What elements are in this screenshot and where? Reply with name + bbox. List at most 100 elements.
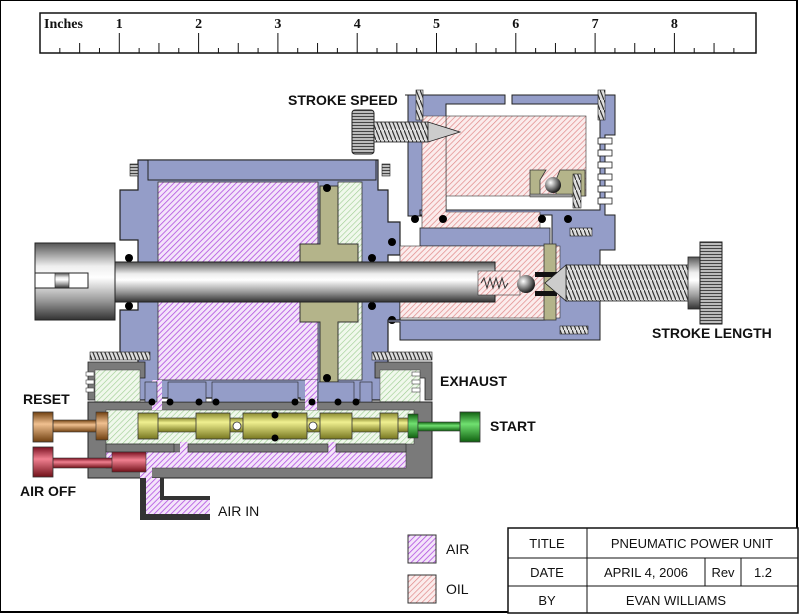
stroke-length-knob[interactable] xyxy=(544,241,723,325)
cap-screw xyxy=(129,163,139,177)
air-port xyxy=(180,442,188,454)
reset-button[interactable] xyxy=(32,411,109,443)
by-label: BY xyxy=(538,593,556,608)
start-stem xyxy=(417,421,463,432)
port-block xyxy=(317,381,355,403)
start-knob[interactable] xyxy=(459,411,481,443)
piston-seal xyxy=(323,374,331,382)
ball-spring-plate xyxy=(529,193,573,198)
knurled-knob[interactable] xyxy=(699,241,723,325)
spring-bore xyxy=(477,270,521,296)
start-button[interactable] xyxy=(407,411,481,443)
end-cap xyxy=(147,159,377,181)
label-stroke-speed: STROKE SPEED xyxy=(288,92,398,108)
legend-swatch-oil xyxy=(407,574,437,604)
set-screw xyxy=(572,173,582,209)
ruler-ticks: 1 2 3 4 5 6 7 8 xyxy=(59,17,735,53)
date-label: DATE xyxy=(530,565,564,580)
seal xyxy=(388,238,396,246)
valve-screw xyxy=(371,351,433,361)
title-value: PNEUMATIC POWER UNIT xyxy=(611,536,773,551)
seal xyxy=(564,215,572,223)
legend-label-air: AIR xyxy=(446,541,469,557)
piston-rod xyxy=(34,242,557,321)
label-reset: RESET xyxy=(23,391,70,407)
piston-seal xyxy=(323,184,331,192)
air-off-button[interactable] xyxy=(32,446,147,478)
label-start: START xyxy=(490,418,536,434)
ruler-tick-label: 4 xyxy=(354,17,361,32)
ruler-tick-label: 5 xyxy=(433,17,440,32)
ruler-unit-label: Inches xyxy=(44,17,83,32)
legend-label-oil: OIL xyxy=(446,581,469,597)
seal xyxy=(538,215,546,223)
legend-swatch-air xyxy=(407,534,437,564)
port-land xyxy=(105,443,175,453)
ruler-tick-label: 6 xyxy=(512,17,519,32)
port-land xyxy=(335,443,407,453)
ruler-tick-label: 1 xyxy=(116,17,123,32)
rev-label: Rev xyxy=(711,565,735,580)
label-air-in: AIR IN xyxy=(218,503,259,519)
by-value: EVAN WILLIAMS xyxy=(626,593,727,608)
reset-knob[interactable] xyxy=(32,411,54,443)
check-ball xyxy=(545,177,561,193)
label-stroke-length: STROKE LENGTH xyxy=(652,325,772,341)
clevis-pin xyxy=(54,272,70,289)
cover-screw xyxy=(415,89,424,121)
title-label: TITLE xyxy=(529,536,565,551)
exhaust-vents xyxy=(85,371,421,393)
air-in-flow xyxy=(160,500,210,514)
seat xyxy=(535,272,557,277)
valve-ball xyxy=(517,275,535,293)
air-off-knob[interactable] xyxy=(32,446,54,478)
rev-value: 1.2 xyxy=(754,565,772,580)
ruler-tick-label: 7 xyxy=(592,17,599,32)
valve-screw xyxy=(89,351,151,361)
legend: AIR OIL xyxy=(407,534,469,604)
port-block xyxy=(359,381,373,403)
cover-screw xyxy=(597,89,606,121)
valve-block xyxy=(85,351,433,520)
cooling-fins xyxy=(597,137,613,205)
rod-seal xyxy=(368,254,376,262)
needle-tip xyxy=(427,121,462,143)
valve-spool xyxy=(137,411,411,442)
seal xyxy=(411,215,419,223)
knurled-knob[interactable] xyxy=(351,109,375,155)
needle-thread xyxy=(373,121,429,143)
exhaust-chamber-left xyxy=(94,369,141,403)
side-screw xyxy=(569,227,593,237)
reset-plunger xyxy=(95,411,109,441)
port-block xyxy=(211,381,299,403)
title-block: TITLE PNEUMATIC POWER UNIT DATE APRIL 4,… xyxy=(507,527,799,614)
rod-shaft xyxy=(114,261,496,303)
cap-screw xyxy=(381,163,391,177)
air-off-plunger xyxy=(111,451,147,473)
air-in-flow xyxy=(146,478,160,514)
label-air-off: AIR OFF xyxy=(20,483,76,499)
adjuster-tip xyxy=(544,264,567,302)
reset-stem xyxy=(51,419,99,433)
adjuster-thread xyxy=(565,264,693,302)
cylinder-port xyxy=(305,380,317,410)
air-in-pipe xyxy=(160,478,210,500)
air-off-stem xyxy=(51,457,115,469)
air-port xyxy=(328,442,336,454)
damper-wall xyxy=(419,227,551,247)
ruler-tick-label: 2 xyxy=(195,17,202,32)
ruler-tick-label: 3 xyxy=(274,17,281,32)
seat xyxy=(535,291,557,296)
ruler-tick-label: 8 xyxy=(671,17,678,32)
rod-seal xyxy=(125,302,133,310)
ruler: Inches 1 2 3 4 5 6 7 8 xyxy=(39,12,757,54)
port-seals xyxy=(148,398,360,406)
start-plunger xyxy=(407,413,419,439)
port-block xyxy=(167,381,207,403)
side-screw xyxy=(559,325,589,335)
date-value: APRIL 4, 2006 xyxy=(604,565,688,580)
air-in-pipe xyxy=(140,478,210,520)
stroke-speed-knob[interactable] xyxy=(351,109,462,155)
